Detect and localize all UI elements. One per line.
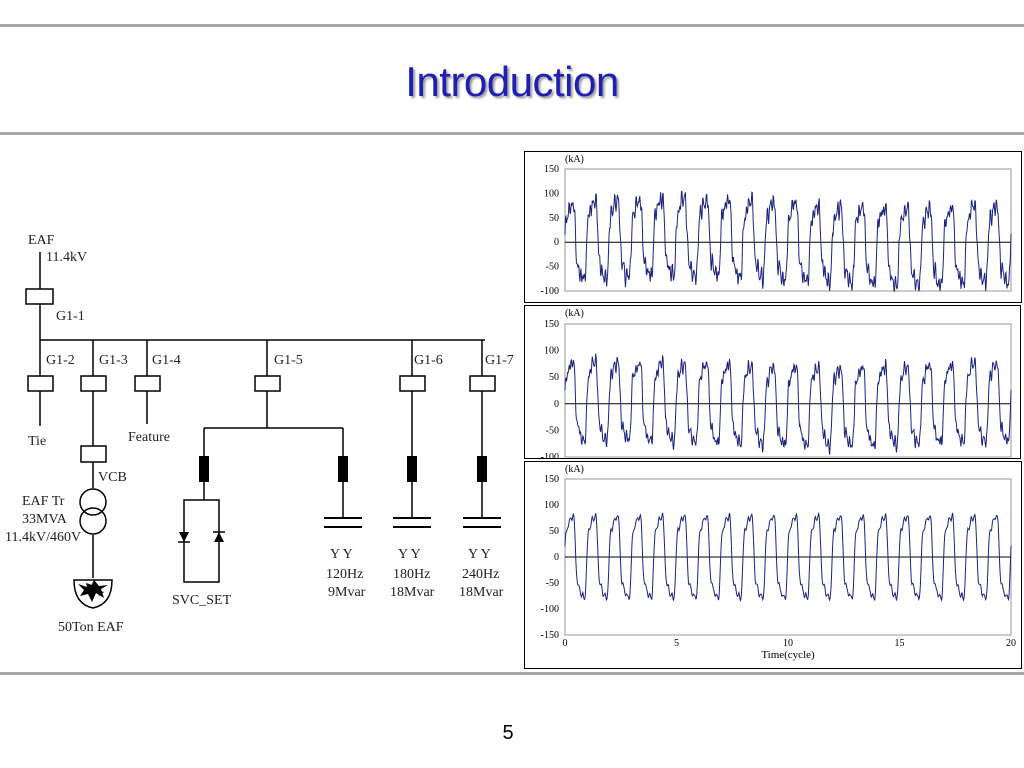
label-g1-5: G1-5 — [274, 353, 303, 368]
label-eaf-tr: EAF Tr — [22, 494, 65, 509]
label-filter2-mvar: 18Mvar — [390, 585, 435, 600]
slide-title: Introduction — [405, 58, 619, 105]
label-voltage: 11.4kV — [46, 250, 87, 265]
label-filter1-conn: Y Y — [330, 547, 353, 562]
label-feature: Feature — [128, 430, 170, 445]
label-vcb: VCB — [98, 470, 127, 485]
y-tick-label: 100 — [544, 500, 559, 511]
label-eaf: EAF — [28, 233, 55, 248]
y-tick-label: 100 — [544, 188, 559, 199]
bottom-rule — [0, 672, 1024, 675]
y-tick-label: 100 — [544, 346, 559, 357]
y-tick-label: 0 — [554, 552, 559, 563]
label-g1-4: G1-4 — [152, 353, 181, 368]
transformer-winding-secondary — [79, 507, 107, 535]
x-tick-label: 15 — [895, 638, 905, 649]
y-tick-label: 150 — [544, 474, 559, 485]
unit-label: (kA) — [565, 154, 584, 165]
label-filter3-conn: Y Y — [468, 547, 491, 562]
y-tick-label: 50 — [549, 526, 559, 537]
label-svc: SVC_SET — [172, 593, 232, 608]
y-tick-label: -100 — [541, 604, 559, 615]
label-g1-3: G1-3 — [99, 353, 128, 368]
label-g1-1: G1-1 — [56, 309, 85, 324]
y-tick-label: 150 — [544, 164, 559, 175]
breaker-g1-4 — [134, 375, 161, 392]
y-tick-label: -100 — [541, 452, 559, 458]
current-chart-2: (kA) 150 100 50 0 -50 -100 — [524, 305, 1021, 459]
current-waveform-line — [564, 511, 1012, 603]
label-tie: Tie — [28, 434, 46, 449]
transformer-winding-primary — [79, 488, 107, 516]
unit-label: (kA) — [565, 308, 584, 319]
title-rule — [0, 132, 1024, 135]
y-tick-label: -50 — [546, 262, 559, 273]
one-line-diagram: EAF 11.4kV G1-1 G1-2 G1-3 G1-4 G1-5 G1-6… — [5, 233, 514, 635]
top-rule — [0, 24, 1024, 27]
label-filter2-freq: 180Hz — [393, 567, 430, 582]
breaker-g1-7 — [469, 375, 496, 392]
thyristor-up-icon — [214, 532, 224, 542]
y-tick-label: 50 — [549, 213, 559, 224]
breaker-g1-1 — [25, 288, 54, 305]
thyristor-down-icon — [179, 532, 189, 542]
x-tick-label: 20 — [1006, 638, 1016, 649]
y-tick-label: -50 — [546, 425, 559, 436]
current-waveform-line — [564, 353, 1012, 455]
y-tick-label: 150 — [544, 319, 559, 330]
page-number: 5 — [502, 722, 514, 744]
y-tick-label: -100 — [541, 286, 559, 297]
reactor-svc — [199, 456, 209, 482]
breaker-g1-5 — [254, 375, 281, 392]
label-g1-6: G1-6 — [414, 353, 443, 368]
label-filter1-freq: 120Hz — [326, 567, 363, 582]
label-g1-2: G1-2 — [46, 353, 75, 368]
current-waveform-line — [564, 190, 1012, 293]
reactor-filter-2 — [407, 456, 417, 482]
label-filter3-mvar: 18Mvar — [459, 585, 504, 600]
breaker-vcb — [80, 445, 107, 463]
label-filter3-freq: 240Hz — [462, 567, 499, 582]
breaker-g1-2 — [27, 375, 54, 392]
y-tick-label: 50 — [549, 372, 559, 383]
y-tick-label: -50 — [546, 578, 559, 589]
svc-thyristor-box — [183, 499, 220, 583]
label-tr-voltage: 11.4kV/460V — [5, 530, 81, 545]
x-axis-label: Time(cycle) — [761, 649, 815, 661]
x-tick-label: 0 — [563, 638, 568, 649]
reactor-filter-1 — [338, 456, 348, 482]
reactor-filter-3 — [477, 456, 487, 482]
y-tick-label: 0 — [554, 399, 559, 410]
y-tick-label: 0 — [554, 237, 559, 248]
label-furnace: 50Ton EAF — [58, 620, 124, 635]
x-tick-label: 5 — [674, 638, 679, 649]
label-filter1-mvar: 9Mvar — [328, 585, 366, 600]
breaker-g1-3 — [80, 375, 107, 392]
x-tick-label: 10 — [783, 638, 793, 649]
label-filter2-conn: Y Y — [398, 547, 421, 562]
y-tick-label: -150 — [541, 630, 559, 641]
furnace-icon — [73, 579, 113, 609]
breaker-g1-6 — [399, 375, 426, 392]
label-g1-7: G1-7 — [485, 353, 514, 368]
label-tr-rating: 33MVA — [22, 512, 68, 527]
current-chart-1: (kA) 150 100 50 0 -50 -100 — [524, 151, 1022, 303]
unit-label: (kA) — [565, 464, 584, 475]
